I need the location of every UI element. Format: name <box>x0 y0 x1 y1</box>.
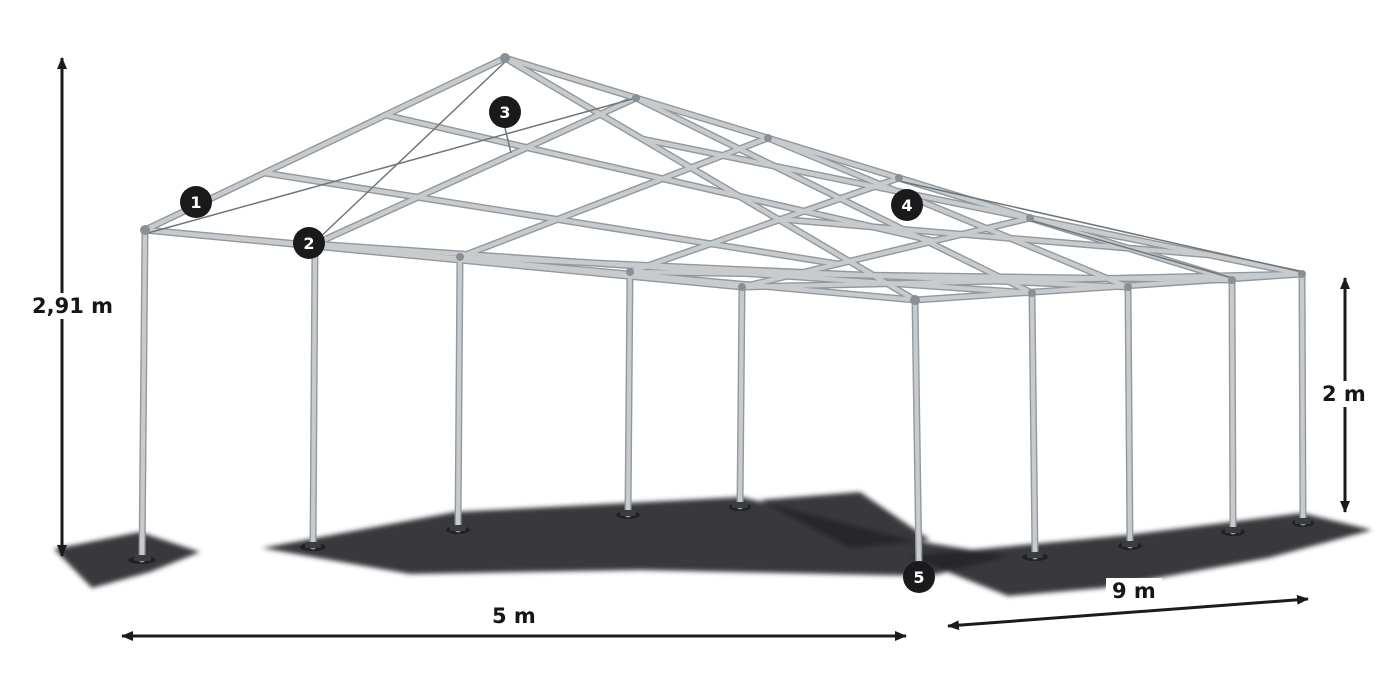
part-badges: 1 2 3 4 5 <box>180 96 935 593</box>
length-arrow <box>947 594 1309 631</box>
width-label: 5 m <box>486 603 542 630</box>
bracing-cables <box>147 61 1303 279</box>
badge-3: 3 <box>489 96 521 128</box>
ridge-height-label: 2,91 m <box>26 293 120 320</box>
badge-4: 4 <box>891 189 923 221</box>
badge-1-number: 1 <box>190 193 201 212</box>
badge-5-number: 5 <box>913 568 924 587</box>
length-label: 9 m <box>1106 578 1162 605</box>
badge-1: 1 <box>180 186 212 218</box>
frame-joints <box>140 53 1306 305</box>
ground-shadows <box>54 492 1372 596</box>
side-height-label: 2 m <box>1316 381 1372 408</box>
badge-4-number: 4 <box>901 196 912 215</box>
badge-2-number: 2 <box>303 234 314 253</box>
badge-5: 5 <box>903 561 935 593</box>
badge-3-number: 3 <box>499 103 510 122</box>
badge-2: 2 <box>293 227 325 259</box>
